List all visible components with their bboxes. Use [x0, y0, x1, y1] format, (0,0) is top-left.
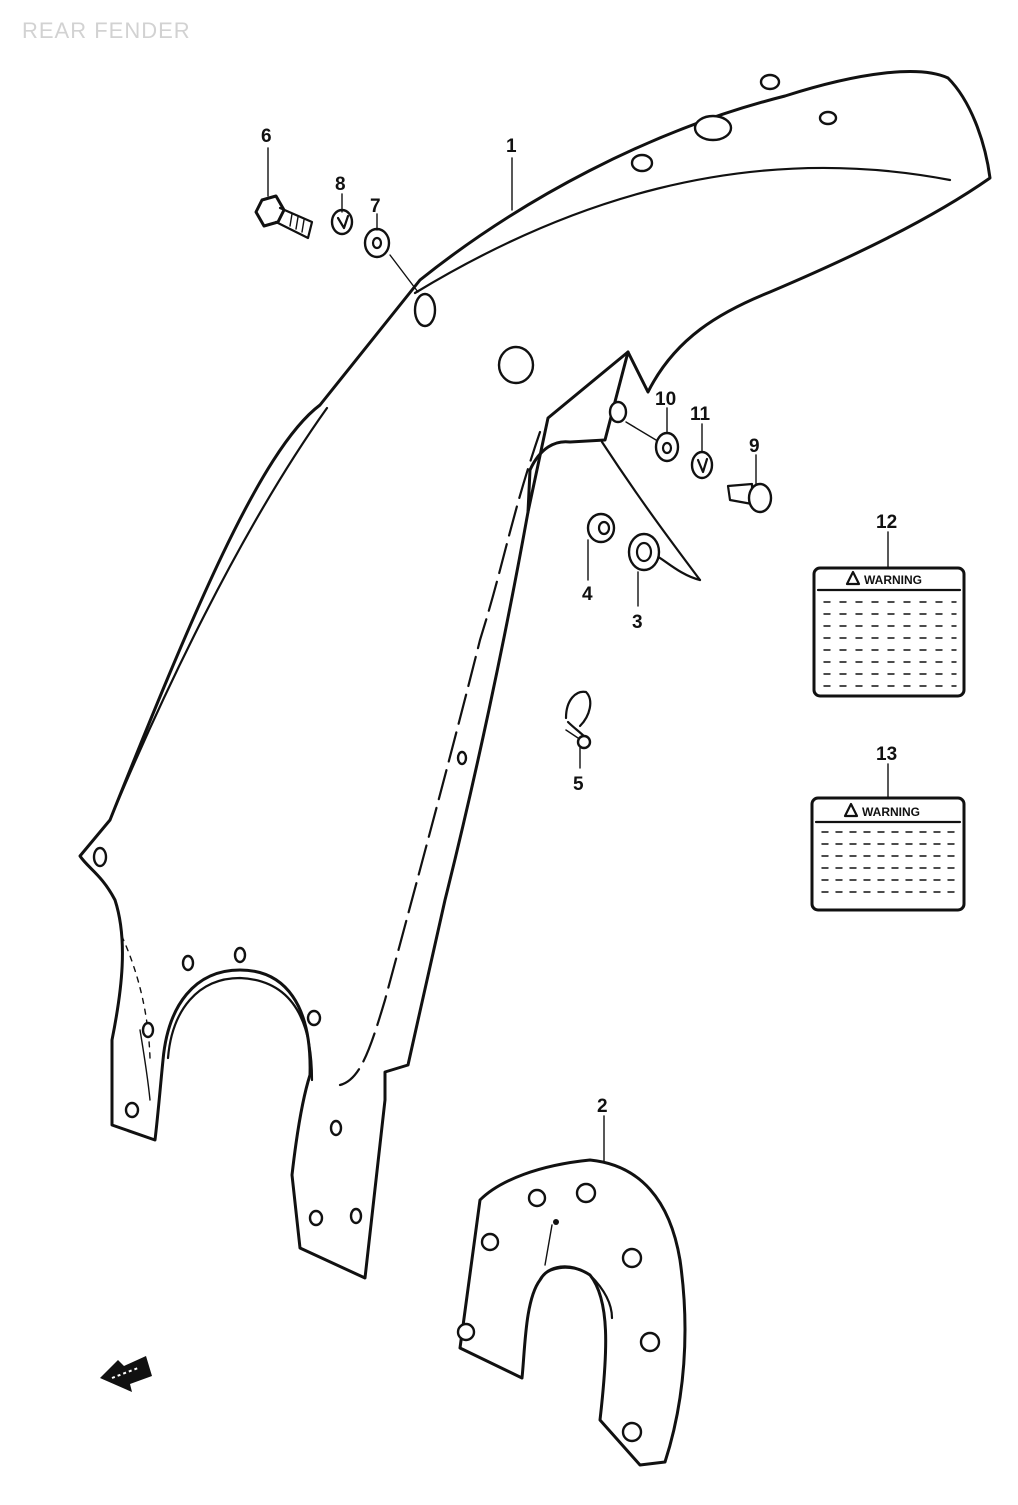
fender-hole — [608, 400, 628, 424]
callout-3: 3 — [632, 612, 643, 633]
callout-12: 12 — [876, 512, 897, 533]
plate-nut — [480, 1232, 500, 1252]
fender-inner-flange — [338, 430, 542, 1087]
plate-inner-edge — [538, 1266, 614, 1320]
fender-inner-crease — [108, 406, 329, 822]
plate-nut — [621, 1247, 643, 1269]
lock-washer-part-11 — [690, 450, 714, 480]
washer-part-10 — [654, 431, 680, 463]
callout-13: 13 — [876, 744, 897, 765]
callout-9: 9 — [749, 436, 760, 457]
rear-fender-part-1 — [78, 70, 992, 1280]
fender-plate-part-2 — [456, 1158, 687, 1467]
warning-12-text: WARNING — [864, 573, 922, 587]
fender-hole — [349, 1207, 363, 1225]
diagram-title: REAR FENDER — [22, 18, 191, 43]
front-direction-arrow-icon — [100, 1356, 152, 1392]
fender-arch — [166, 976, 314, 1082]
fender-bracket — [600, 440, 702, 582]
fender-hole — [456, 750, 468, 766]
fender-hole — [181, 954, 195, 972]
warning-13-text: WARNING — [862, 805, 920, 819]
fender-hole — [818, 110, 838, 126]
bolt-part-9 — [726, 482, 773, 514]
callout-5: 5 — [573, 774, 584, 795]
fender-hole — [306, 1009, 322, 1027]
plate-rivet — [553, 1219, 559, 1225]
fender-hole — [413, 292, 437, 328]
warning-triangle-icon — [843, 802, 859, 818]
callout-numbers: 1 2 3 4 5 6 7 8 9 10 11 12 13 — [261, 126, 897, 1117]
fender-hole — [233, 946, 247, 964]
plate-outline — [458, 1158, 687, 1467]
leader-lines — [267, 147, 889, 1163]
callout-11: 11 — [690, 404, 711, 425]
callout-4: 4 — [582, 584, 593, 605]
fender-hole — [693, 114, 733, 142]
callout-1: 1 — [506, 136, 517, 157]
bolt-part-6 — [254, 194, 314, 240]
callout-6: 6 — [261, 126, 272, 147]
callout-8: 8 — [335, 174, 346, 195]
spacer-part-4 — [586, 512, 616, 544]
fender-outline — [78, 70, 992, 1280]
warning-label-part-12: WARNING — [812, 566, 966, 698]
plate-nut — [621, 1421, 643, 1443]
fender-hole — [92, 846, 108, 868]
clamp-part-5 — [564, 690, 592, 750]
plate-nut — [456, 1322, 476, 1342]
callout-10: 10 — [655, 389, 676, 410]
fender-hole — [630, 153, 654, 173]
fender-notch — [526, 350, 630, 514]
washer-part-7 — [363, 227, 391, 259]
fender-hole — [497, 345, 535, 385]
callout-2: 2 — [597, 1096, 608, 1117]
fender-hole — [759, 73, 781, 91]
warning-label-part-13: WARNING — [810, 796, 966, 912]
plate-nut — [527, 1188, 547, 1208]
fender-top-crease — [413, 166, 952, 295]
fender-hole — [141, 1021, 155, 1039]
fender-hole — [329, 1119, 343, 1137]
grommet-part-3 — [627, 532, 661, 572]
fender-leg-edge — [139, 1029, 151, 1101]
fender-hole — [124, 1101, 140, 1119]
lock-washer-part-8 — [330, 208, 354, 236]
warning-13-text-lines — [821, 831, 957, 893]
callout-7: 7 — [370, 196, 381, 217]
plate-nut — [639, 1331, 661, 1353]
plate-crease — [544, 1224, 553, 1266]
fender-arch-dots — [119, 931, 151, 1059]
fender-bracket-edge — [653, 553, 702, 582]
warning-triangle-icon — [845, 570, 861, 586]
fender-hole — [308, 1209, 324, 1227]
plate-nut — [575, 1182, 597, 1204]
warning-12-text-lines — [823, 601, 957, 687]
